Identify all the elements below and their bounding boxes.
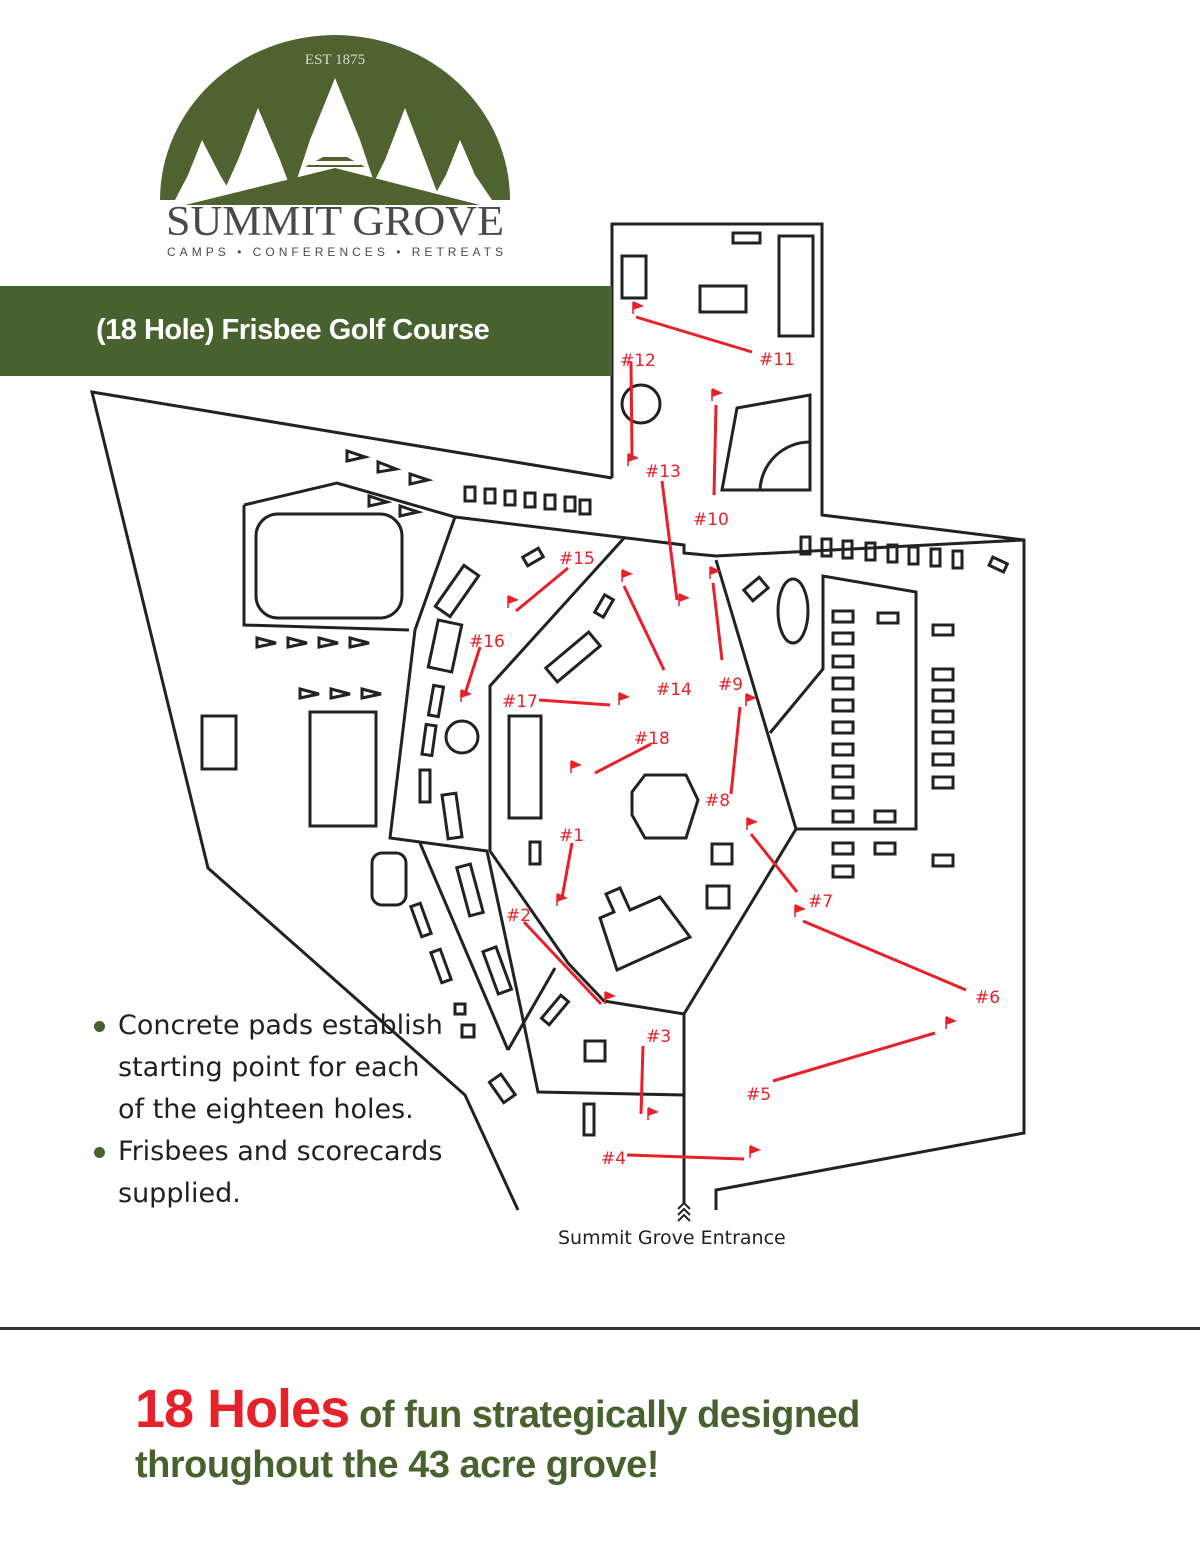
flag-icon [461,689,472,698]
flag-icon [679,593,690,602]
summit-grove-logo: EST 1875 SUMMIT GROVE CAMPS • CONFERENCE… [160,35,510,259]
hole-label: #12 [620,351,656,371]
hole-label: #2 [506,906,531,926]
flag-icon [619,692,630,701]
hole-throw-line [626,1153,745,1161]
flag-icon [628,453,639,462]
hole-label: #5 [746,1085,771,1105]
logo-tagline: CAMPS • CONFERENCES • RETREATS [167,245,503,259]
hole-throw-line [522,920,603,1006]
hole-15: #15 [507,549,595,613]
hole-throw-line [463,646,482,695]
hole-17: #17 [502,692,630,712]
hole-4: #4 [601,1145,761,1169]
tagline-line2: throughout the 43 acre grove! [135,1444,659,1486]
buildings [200,231,1010,1137]
hole-label: #10 [693,510,729,530]
flag-icon [747,817,758,826]
flag-icon [750,1145,761,1154]
hole-label: #15 [559,549,595,569]
map-boundaries [90,222,1026,1211]
hole-14: #14 [621,569,692,700]
hole-throw-line [749,833,799,893]
hole-18: #18 [570,729,670,775]
hole-label: #3 [646,1027,671,1047]
hole-label: #7 [808,892,833,912]
flag-icon [508,595,519,604]
hole-12: #12 [620,351,656,466]
bullet-icon [94,1147,105,1158]
hole-label: #11 [759,350,795,370]
hole-throw-line [594,742,652,775]
hole-throw-line [515,566,569,613]
hole-throw-line [639,1045,645,1115]
entrance-arrow-icon [677,1201,691,1222]
hole-label: #17 [502,692,538,712]
note-item: Frisbees and scorecards supplied. [92,1131,452,1215]
hole-8: #8 [705,693,757,811]
divider [0,1327,1200,1330]
flag-icon [571,760,582,769]
hole-label: #16 [469,632,505,652]
hole-throw-line [560,842,574,899]
hole-9: #9 [709,566,743,695]
flag-icon [746,693,757,702]
flag-icon [633,301,644,310]
hole-throw-line [711,582,724,661]
note-text: Concrete pads establish starting point f… [118,1010,443,1125]
page-title: (18 Hole) Frisbee Golf Course [96,314,490,346]
note-text: Frisbees and scorecards supplied. [118,1136,443,1209]
title-banner: (18 Hole) Frisbee Golf Course [0,286,612,376]
hole-6: #6 [794,904,1000,1008]
hole-throw-line [635,315,753,354]
hole-throw-line [772,1031,936,1083]
tagline: 18 Holes of fun strategically designed t… [135,1378,1135,1487]
hole-label: #1 [559,826,584,846]
hole-throw-line [660,480,679,601]
hole-throw-line [712,404,718,496]
hole-10: #10 [693,388,729,530]
hole-7: #7 [746,817,833,912]
bullet-icon [94,1021,105,1032]
hole-label: #8 [705,791,730,811]
course-map: #1 #2 #3 #4 #5 #6 #7 #8 #9 #10 #11 #12 #13 #14 #15 #16 #… [90,222,1026,1222]
course-notes: Concrete pads establish starting point f… [92,1005,452,1215]
note-item: Concrete pads establish starting point f… [92,1005,452,1131]
hole-label: #9 [718,675,743,695]
hole-throw-line [538,698,611,707]
hole-1: #1 [556,826,584,906]
holes-layer: #1 #2 #3 #4 #5 #6 #7 #8 #9 #10 #11 #12 #13 #14 #15 #16 #… [460,301,1000,1169]
hole-13: #13 [645,462,690,606]
hole-throw-line [622,585,666,671]
hole-label: #6 [975,988,1000,1008]
flag-icon [605,991,616,1000]
hole-16: #16 [460,632,505,702]
hole-throw-line [629,361,634,456]
pavilion-icon [305,157,365,167]
flag-icon [710,566,721,575]
hole-5: #5 [746,1016,957,1105]
hole-11: #11 [632,301,795,370]
hole-2: #2 [506,906,616,1006]
entrance-label: Summit Grove Entrance [558,1227,786,1249]
logo-established: EST 1875 [305,52,365,68]
hole-label: #14 [656,680,692,700]
hole-label: #13 [645,462,681,482]
hole-3: #3 [639,1027,671,1120]
logo-name: SUMMIT GROVE [166,199,504,245]
hole-label: #18 [634,729,670,749]
flag-icon [557,893,568,902]
tagline-line1: of fun strategically designed [349,1394,860,1436]
tagline-highlight: 18 Holes [135,1379,350,1439]
hill-shape [185,168,480,205]
hole-throw-line [729,706,742,795]
flag-icon [946,1016,957,1025]
flag-icon [712,388,723,397]
tree-icon [175,78,492,200]
hole-throw-line [802,919,967,992]
flag-icon [795,904,806,913]
hole-label: #4 [601,1149,626,1169]
flag-icon [648,1107,659,1116]
flag-icon [622,569,633,578]
